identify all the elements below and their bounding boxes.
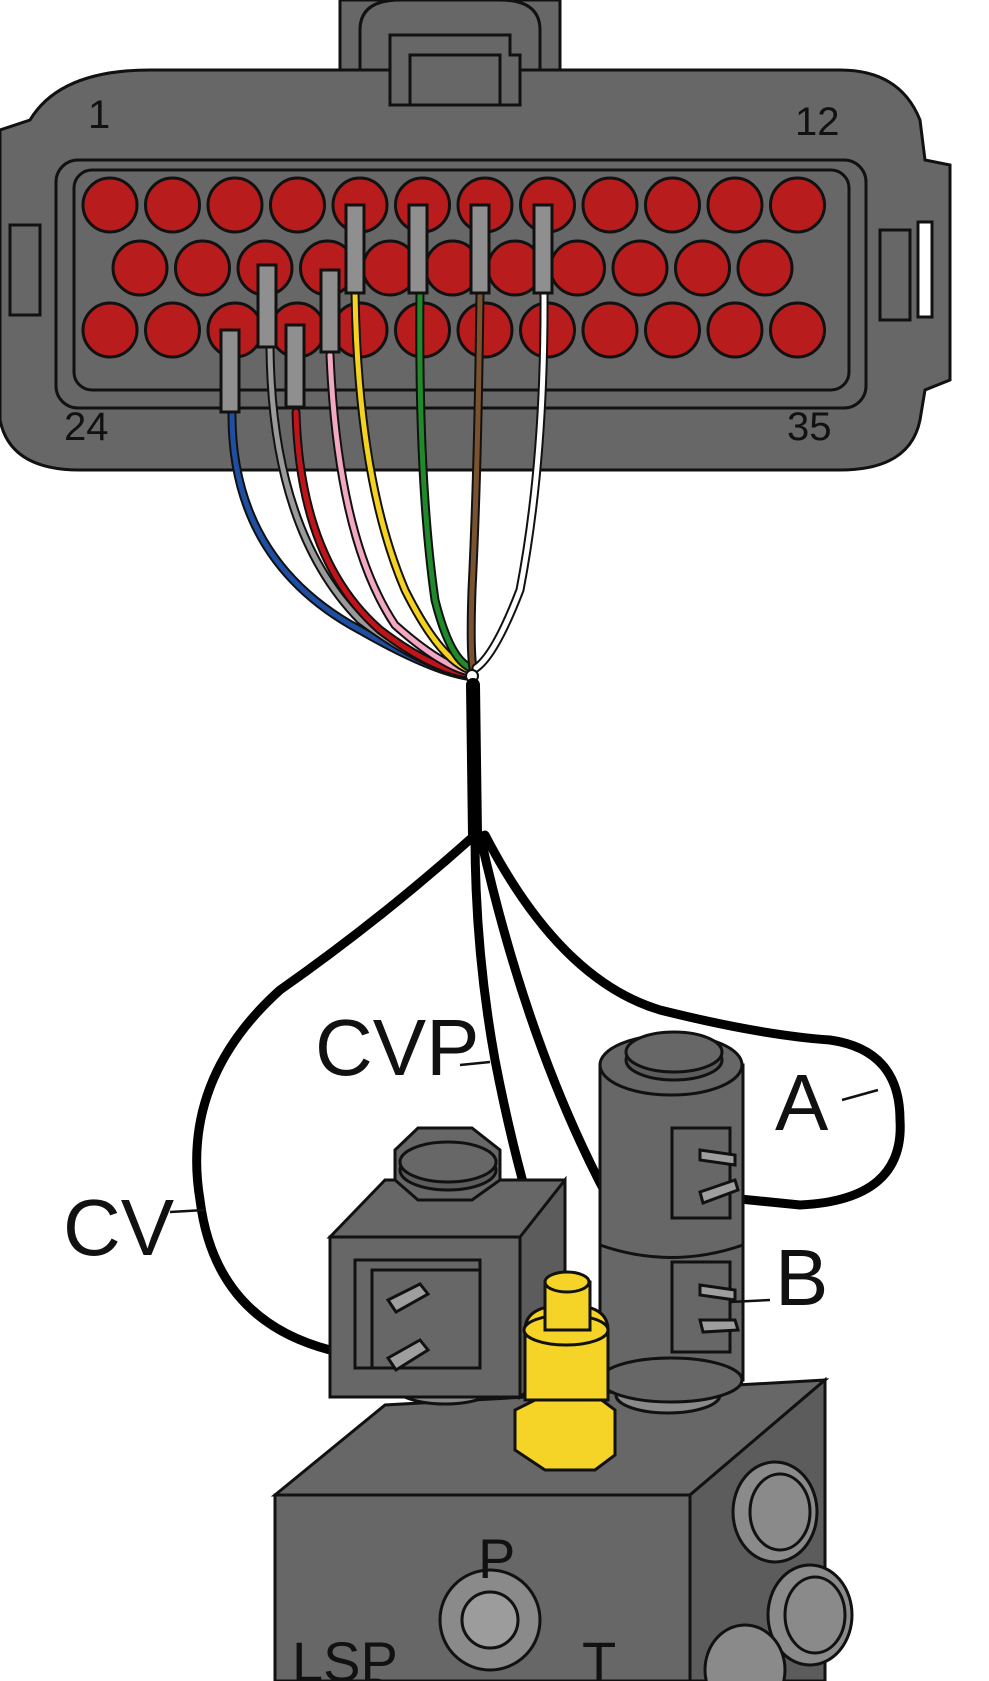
port-p-bore	[460, 1590, 520, 1650]
port-label-t: T	[582, 1630, 616, 1681]
harness-cable-a	[480, 830, 905, 1210]
pin-label-1: 1	[88, 93, 110, 137]
colored-wires	[227, 287, 549, 683]
leader-b	[729, 1298, 771, 1304]
connector-cavity	[581, 301, 639, 359]
pressure-sensor-cvp	[513, 1270, 617, 1472]
side-plug-1	[731, 1460, 819, 1564]
pin-label-12: 12	[795, 100, 840, 144]
solenoid-b-pin-1	[698, 1283, 737, 1302]
solenoid-ab-plug-b	[670, 1260, 732, 1354]
connector-cavity	[581, 176, 639, 234]
connector-cavity	[174, 239, 231, 297]
port-label-lsp: LSP	[292, 1630, 398, 1681]
connector-cavity	[144, 301, 201, 359]
terminal-green	[407, 203, 429, 295]
wire-yellow	[352, 289, 473, 673]
wire-red	[293, 409, 470, 677]
harness-label-leaders	[169, 1060, 879, 1304]
pin-label-35: 35	[787, 405, 832, 449]
harness	[192, 678, 905, 1355]
connector-side-latch-right	[878, 228, 912, 322]
connector-cavity	[674, 239, 731, 297]
connector-lock-window	[408, 53, 502, 107]
leader-cvp	[459, 1060, 491, 1067]
connector-cavity	[456, 301, 514, 359]
side-plug-3	[703, 1623, 787, 1681]
connector-cavity	[736, 239, 794, 297]
wire-green	[417, 289, 474, 671]
side-plug-2	[766, 1563, 854, 1667]
terminal-gray	[256, 263, 278, 349]
connector-cavity	[644, 301, 701, 359]
connector-cavity	[644, 176, 701, 234]
terminal-red	[284, 323, 306, 409]
connector-cavity	[269, 176, 326, 234]
connector-side-latch-left	[8, 223, 42, 317]
wire-white	[473, 289, 547, 671]
valve-block	[270, 1376, 854, 1681]
pin-label-24: 24	[64, 405, 109, 449]
connector-cavity	[144, 176, 201, 234]
solenoid-ab-separator	[599, 1243, 744, 1259]
connector-cavity	[769, 301, 826, 359]
connector-cavity	[81, 301, 139, 359]
connector-cavity	[549, 239, 606, 297]
terminal-white	[532, 203, 554, 295]
label-a: A	[775, 1058, 829, 1147]
connector-cavity	[611, 239, 669, 297]
solenoid-b-pin-2	[698, 1318, 740, 1334]
pressure-sensor-hex	[513, 1393, 617, 1472]
harness-cable-cv	[192, 830, 480, 1355]
terminal-brown	[469, 203, 491, 295]
label-b: B	[775, 1233, 828, 1322]
leader-cv	[169, 1208, 206, 1214]
wire-pink	[327, 352, 472, 675]
solenoid-ab-plug-a	[670, 1126, 732, 1220]
connector-side-latch-right-inner	[916, 220, 934, 319]
solenoid-cv-pin-1	[385, 1282, 431, 1314]
label-cvp: CVP	[315, 1003, 480, 1092]
connector-cavity	[206, 176, 264, 234]
solenoid-cv-pin-2	[385, 1338, 431, 1373]
connector-cavity	[111, 239, 169, 297]
port-label-p: P	[478, 1527, 515, 1590]
solenoid-a-pin-1	[698, 1148, 737, 1167]
connector-cavity	[769, 176, 826, 234]
label-cv: CV	[63, 1183, 175, 1272]
connector-latch-ring	[358, 0, 542, 80]
solenoid-a-pin-2	[698, 1178, 740, 1205]
connector-cavity	[706, 176, 764, 234]
terminal-blue	[219, 328, 241, 414]
leader-a	[841, 1088, 879, 1102]
terminal-pink	[319, 268, 341, 354]
solenoid-ab	[598, 1030, 745, 1415]
connector-cavity	[706, 301, 764, 359]
terminal-yellow	[344, 203, 366, 295]
wire-brown	[468, 289, 483, 671]
connector-cavity	[81, 176, 139, 234]
wire-terminals	[219, 203, 554, 414]
harness-trunk	[466, 678, 482, 842]
